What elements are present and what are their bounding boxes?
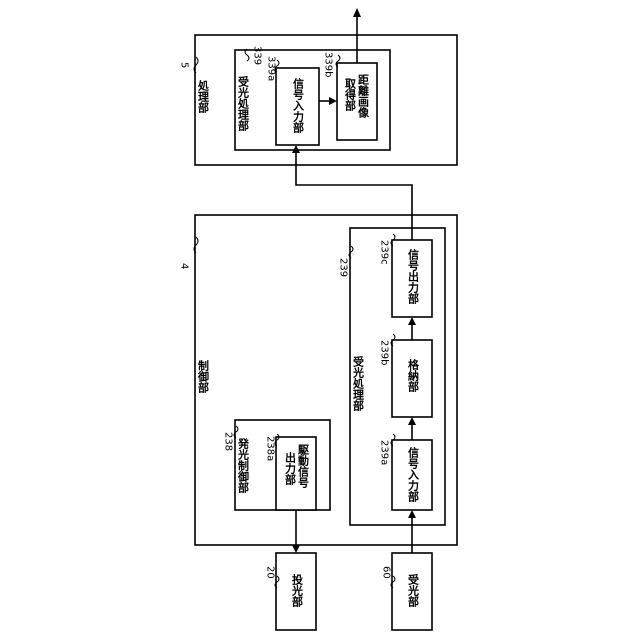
storage-unit-label: 格納部 bbox=[407, 358, 420, 393]
light-receiving-processing-top-ref: 339 bbox=[252, 46, 263, 65]
distance-image-acquisition-label-2: 取得部 bbox=[344, 78, 358, 112]
storage-unit-ref: 239b bbox=[379, 340, 390, 365]
processing-unit-ref: 5 bbox=[179, 62, 190, 68]
signal-input-label: 信号入力部 bbox=[407, 446, 420, 503]
distance-image-acquisition-label-1: 距離画像 bbox=[357, 74, 370, 119]
projector-unit: 投光部 20 bbox=[265, 553, 317, 630]
drive-signal-output-ref: 238a bbox=[265, 436, 276, 461]
drive-signal-output-label-2: 出力部 bbox=[284, 451, 297, 486]
projector-unit-ref: 20 bbox=[265, 566, 276, 579]
control-unit-label: 制御部 bbox=[197, 359, 211, 394]
signal-input-top-ref: 339a bbox=[266, 56, 277, 81]
emission-control-label: 発光制御部 bbox=[237, 437, 251, 494]
signal-output-label: 信号出力部 bbox=[407, 248, 420, 305]
light-receiving-processing-label: 受光処理部 bbox=[352, 355, 366, 412]
emission-control-ref: 238 bbox=[223, 432, 234, 451]
drive-signal-output-label-1: 駆動信号 bbox=[297, 444, 310, 489]
processing-unit-label: 処理部 bbox=[197, 79, 211, 114]
light-receiving-processing-top-label: 受光処理部 bbox=[237, 75, 251, 132]
control-unit-ref: 4 bbox=[179, 263, 190, 269]
receiver-unit-label: 受光部 bbox=[407, 573, 421, 608]
receiver-unit-ref: 60 bbox=[381, 566, 392, 579]
receiver-unit: 受光部 60 bbox=[381, 553, 433, 630]
signal-input-ref: 239a bbox=[379, 440, 390, 465]
projector-unit-label: 投光部 bbox=[291, 573, 305, 608]
signal-output-ref: 239c bbox=[379, 240, 390, 265]
signal-input-top-label: 信号入力部 bbox=[292, 77, 305, 134]
light-receiving-processing-ref: 239 bbox=[338, 258, 349, 277]
distance-image-acquisition-ref: 339b bbox=[323, 52, 334, 77]
